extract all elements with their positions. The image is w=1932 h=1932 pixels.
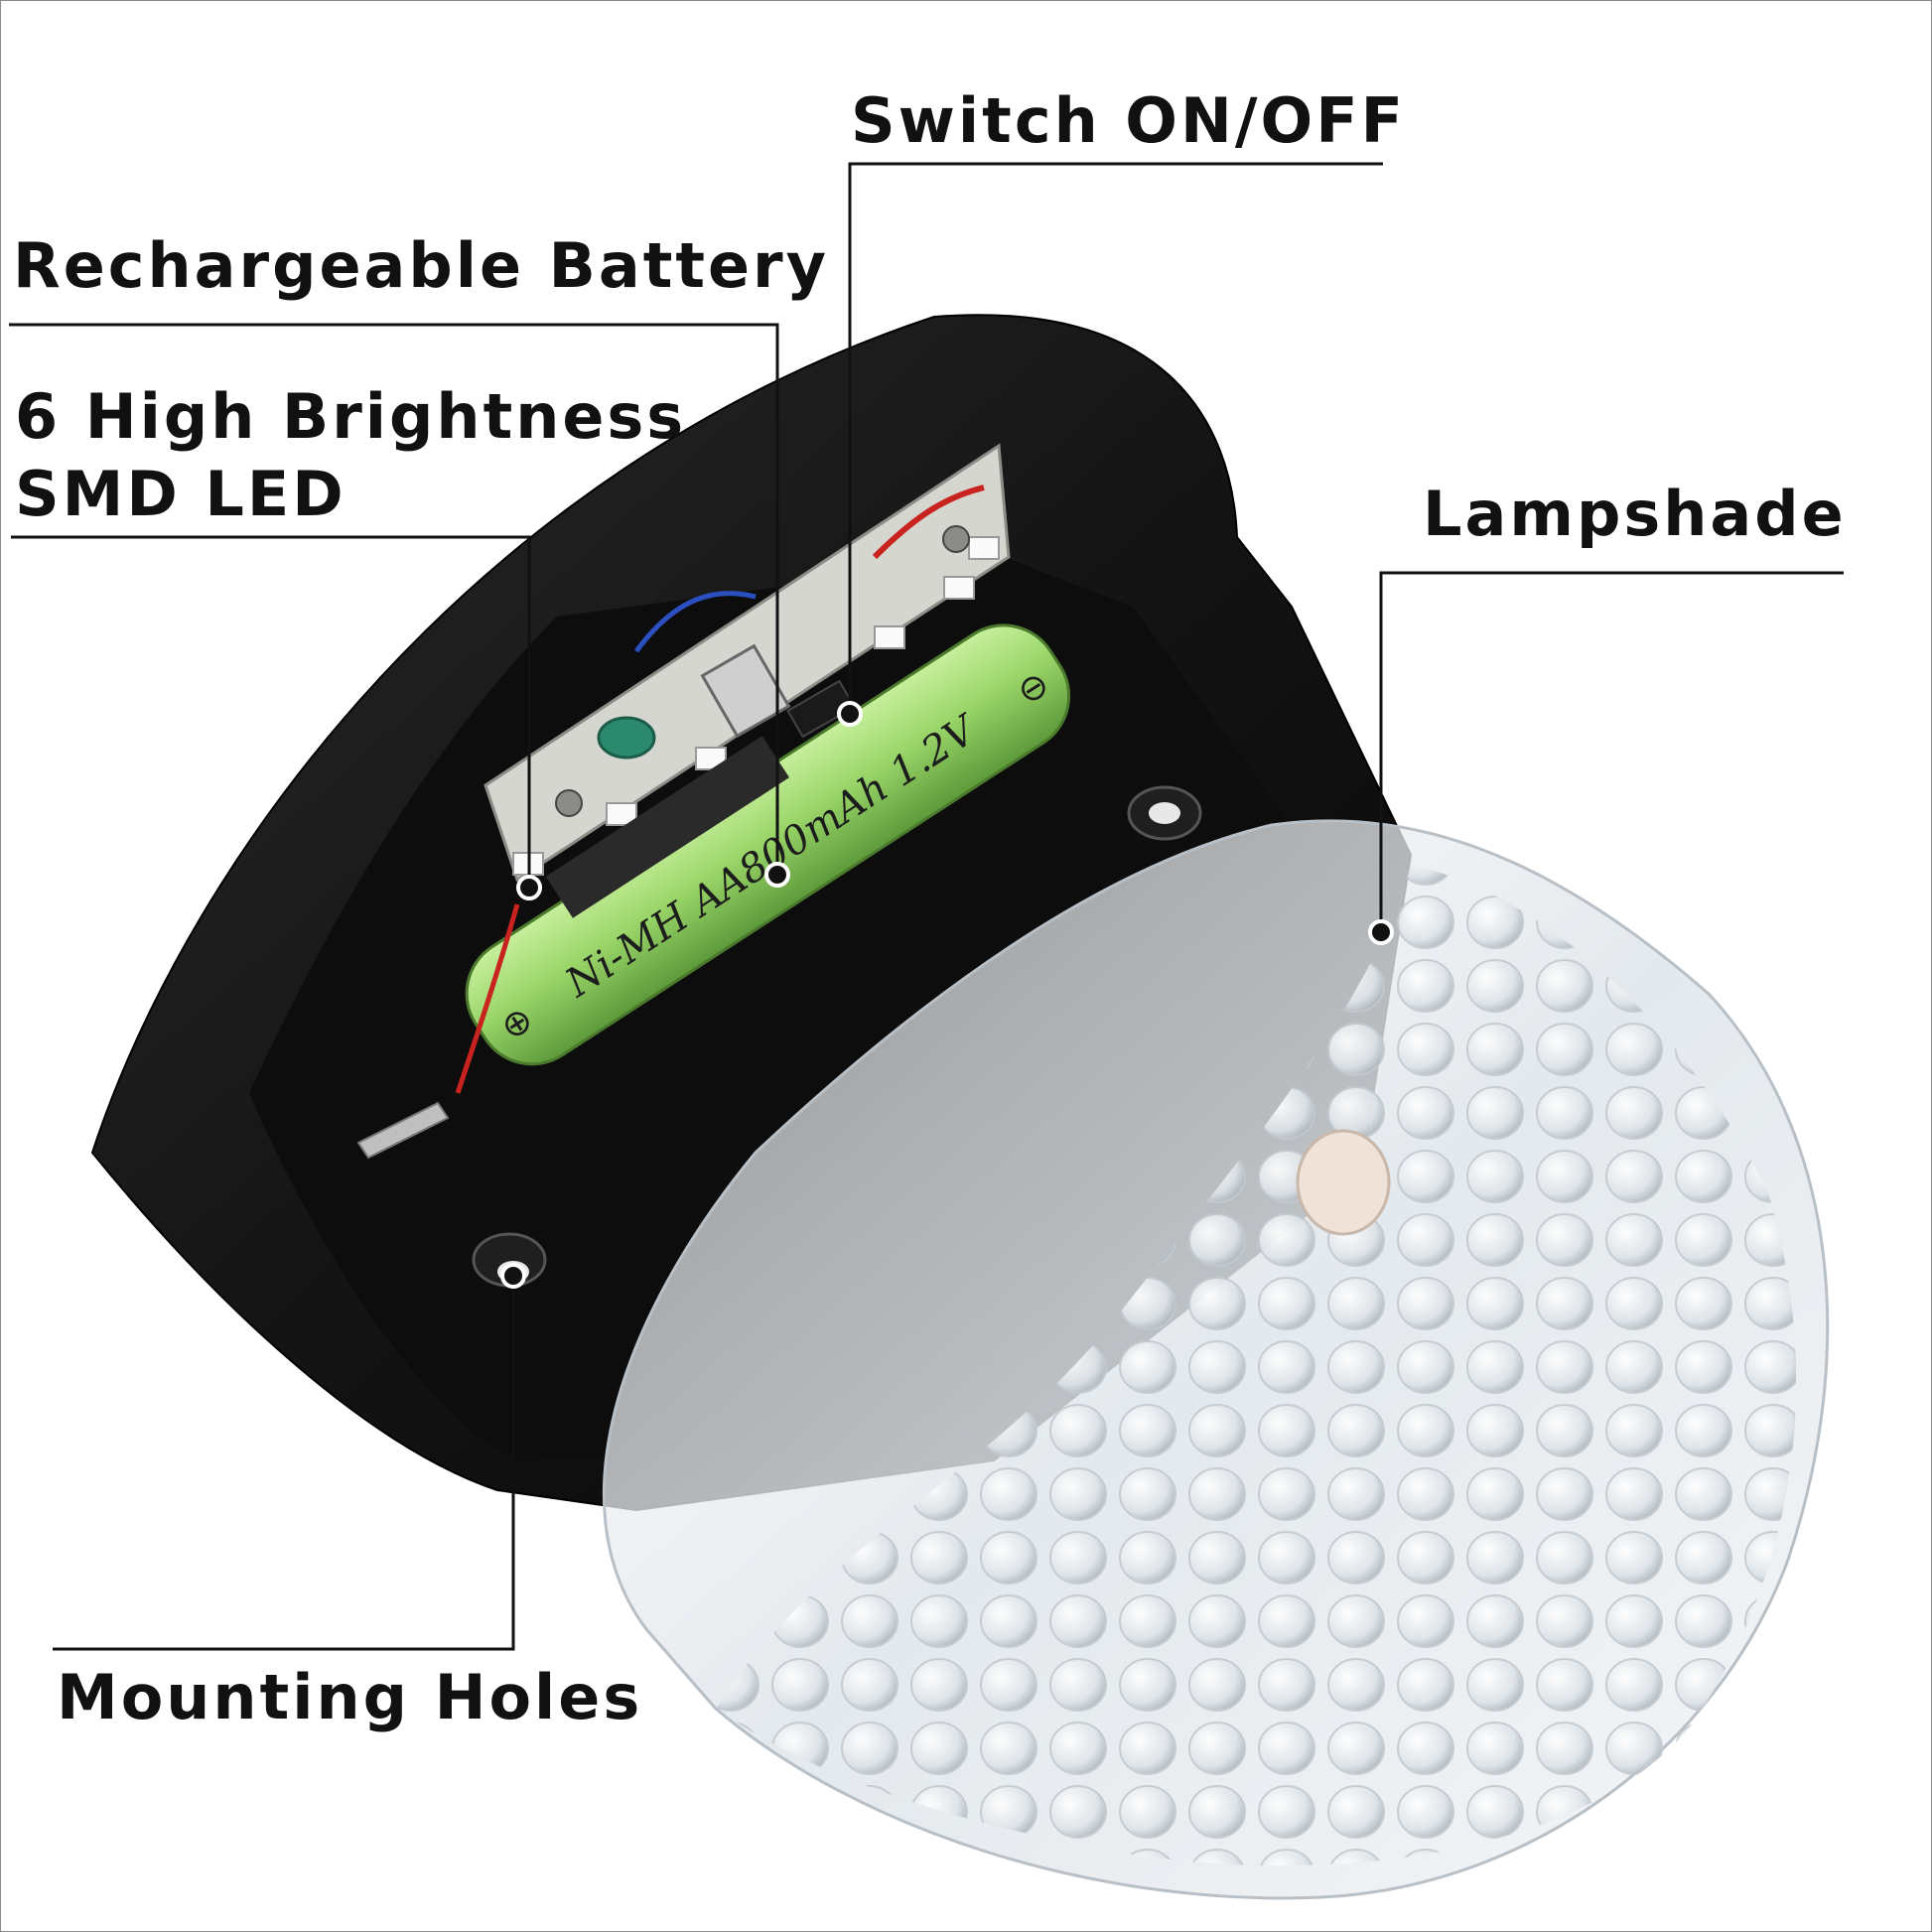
callout-battery: Rechargeable Battery [13,229,830,302]
leader-battery [9,323,779,875]
leader-holes [53,1276,515,1651]
mounting-hole-upper [1127,785,1202,841]
callout-led-line1: 6 High Brightness [15,380,687,453]
leader-lines [9,162,1844,1651]
callout-mounting-holes: Mounting Holes [57,1661,643,1733]
smd-led-5 [943,576,975,600]
leader-lampshade [1379,571,1844,932]
smd-led-6 [968,536,1000,560]
smd-led-2 [606,802,637,826]
callout-led-line2: SMD LED [15,458,346,530]
callout-lampshade: Lampshade [1423,478,1847,550]
power-switch [700,643,856,739]
callout-led: 6 High Brightness SMD LED [15,378,686,533]
leader-dots [500,701,1394,1289]
lampshade [602,819,1830,1900]
leader-switch [848,162,1383,714]
smd-led-4 [874,625,905,649]
callout-switch: Switch ON/OFF [851,84,1406,157]
leader-led [11,535,531,888]
